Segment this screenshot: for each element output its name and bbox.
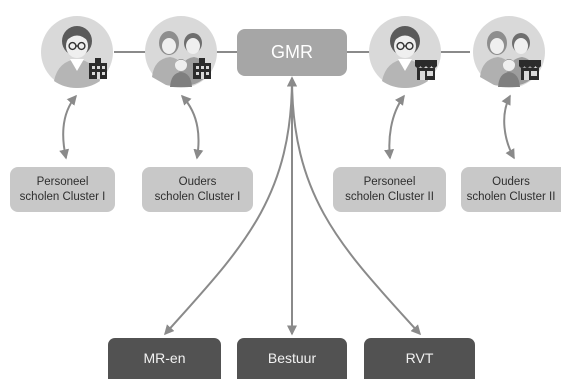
group-line-2: scholen Cluster II bbox=[345, 190, 434, 203]
avatar-teacher-cluster-1 bbox=[40, 15, 114, 89]
gmr-node: GMR bbox=[237, 29, 347, 76]
group-line-1: Ouders bbox=[178, 176, 217, 189]
avatar-parents-cluster-1 bbox=[144, 15, 218, 89]
avatar-teacher-cluster-2 bbox=[368, 15, 442, 89]
gmr-rvt-arrow bbox=[287, 76, 422, 336]
body-label: RVT bbox=[405, 349, 434, 366]
group-line-2: scholen Cluster I bbox=[19, 190, 106, 203]
group-line-2: scholen Cluster I bbox=[154, 190, 241, 203]
avatar-group-arrow bbox=[59, 94, 77, 160]
body-bestuur: Bestuur bbox=[237, 338, 347, 379]
group-line-1: Personeel bbox=[363, 176, 416, 189]
avatar-parents-cluster-2 bbox=[472, 15, 546, 89]
parents-shop-icon bbox=[473, 16, 545, 88]
avatar-group-arrow bbox=[501, 94, 515, 160]
parents-school-icon bbox=[145, 16, 217, 88]
avatar-group-arrow bbox=[180, 94, 204, 160]
body-label: MR-en bbox=[143, 349, 186, 366]
gmr-label: GMR bbox=[271, 42, 313, 63]
group-ouders-cluster-1: Ouders scholen Cluster I bbox=[142, 167, 253, 212]
group-personeel-cluster-1: Personeel scholen Cluster I bbox=[10, 167, 115, 212]
teacher-school-icon bbox=[41, 16, 113, 88]
group-ouders-cluster-2: Ouders scholen Cluster II bbox=[461, 167, 561, 212]
body-label: Bestuur bbox=[267, 349, 317, 366]
group-personeel-cluster-2: Personeel scholen Cluster II bbox=[333, 167, 446, 212]
teacher-shop-icon bbox=[369, 16, 441, 88]
group-line-2: scholen Cluster II bbox=[466, 190, 556, 203]
group-line-1: Personeel bbox=[36, 176, 89, 189]
body-rvt: RVT bbox=[364, 338, 475, 379]
avatar-group-arrow bbox=[384, 94, 405, 160]
group-line-1: Ouders bbox=[492, 176, 530, 189]
body-mr-en: MR-en bbox=[108, 338, 221, 379]
